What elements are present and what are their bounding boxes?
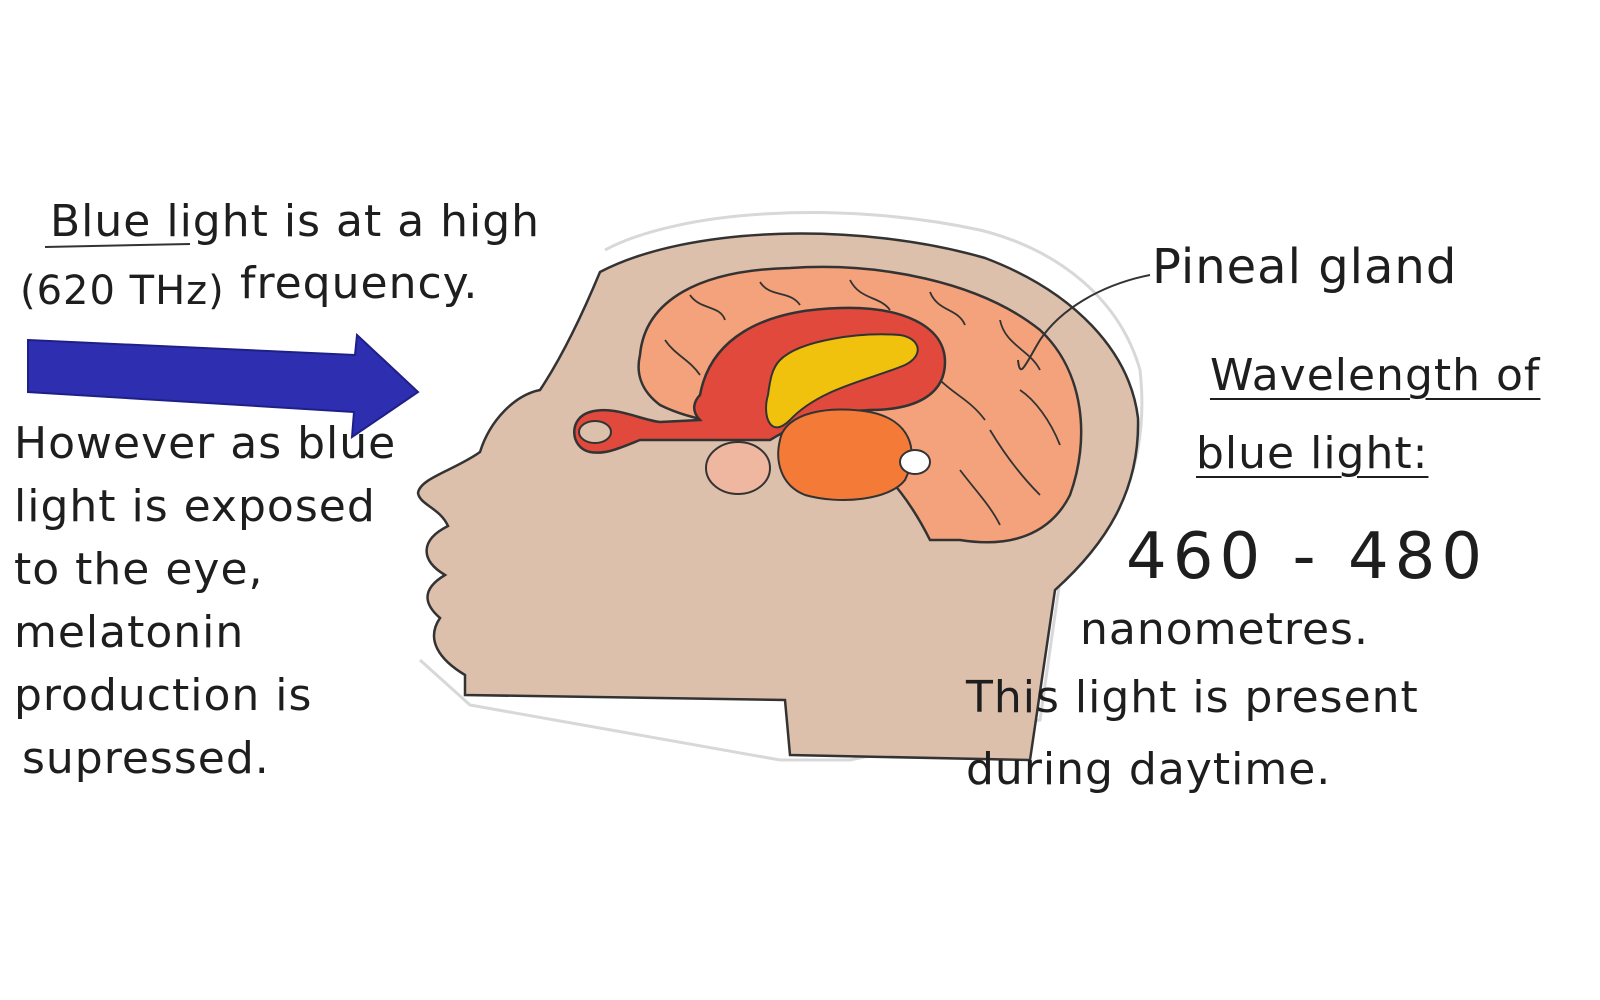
effect-line-6: supressed.: [22, 733, 270, 784]
daytime-note-line-1: This light is present: [966, 672, 1419, 723]
blue-light-arrow: [27, 332, 420, 440]
cortex-folds: [664, 279, 1061, 526]
wavelength-unit: nanometres.: [1080, 604, 1369, 655]
wavelength-heading-line-2: blue light:: [1196, 428, 1429, 479]
daytime-note-line-2: during daytime.: [966, 744, 1332, 795]
effect-line-5: production is: [14, 670, 313, 721]
effect-line-4: melatonin: [14, 607, 245, 658]
pineal-gland-label: Pineal gland: [1152, 239, 1458, 295]
thalamus: [777, 408, 913, 501]
effect-line-3: to the eye,: [14, 544, 264, 595]
frequency-value: (620 THz): [20, 268, 225, 314]
effect-line-1: However as blue: [14, 418, 397, 469]
lateral-ventricle: [765, 333, 919, 429]
wavelength-value: 460 - 480: [1126, 520, 1489, 594]
effect-line-2: light is exposed: [14, 481, 376, 532]
midbrain: [705, 441, 771, 495]
blue-light-frequency-heading: Blue light is at a high: [50, 196, 541, 247]
pineal-gland: [899, 449, 931, 475]
blue-light-underline: [44, 243, 191, 248]
wavelength-heading-line-1: Wavelength of: [1210, 350, 1541, 401]
pineal-pointer-line: [1017, 274, 1151, 371]
frequency-word: frequency.: [240, 258, 479, 309]
olfactory-bulb-hole: [578, 420, 612, 444]
